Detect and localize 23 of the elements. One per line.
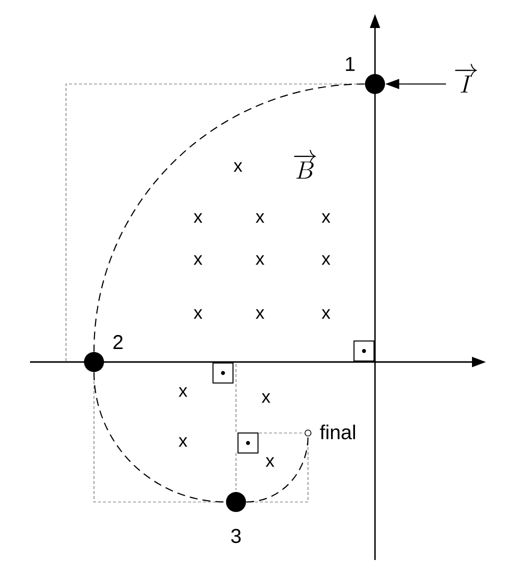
point-label: 3 [231,528,241,544]
cross-mark: x [322,309,330,319]
edge-label: $\overrightarrow{I}$ [454,64,478,93]
point-label: 1 [346,57,355,71]
point-label: final [320,424,355,440]
cross-mark: x [322,213,330,223]
cross-mark: x [178,437,188,447]
cross-mark: x [322,255,330,265]
cross-mark: x [194,255,202,265]
cross-mark: x [178,387,188,397]
cross-mark: x [256,213,264,223]
point [226,492,246,512]
cross-mark: x [256,309,264,319]
cross-mark: x [262,393,270,403]
cross-mark: x [256,255,264,265]
cross-mark: x [234,162,242,172]
cross-mark: x [194,213,202,223]
point [84,352,104,372]
cross-mark: x [194,309,202,319]
point-label: 2 [113,335,123,349]
point [304,430,312,436]
vector-label: $\overrightarrow{B}$ [294,150,316,179]
cross-mark: x [266,457,274,467]
